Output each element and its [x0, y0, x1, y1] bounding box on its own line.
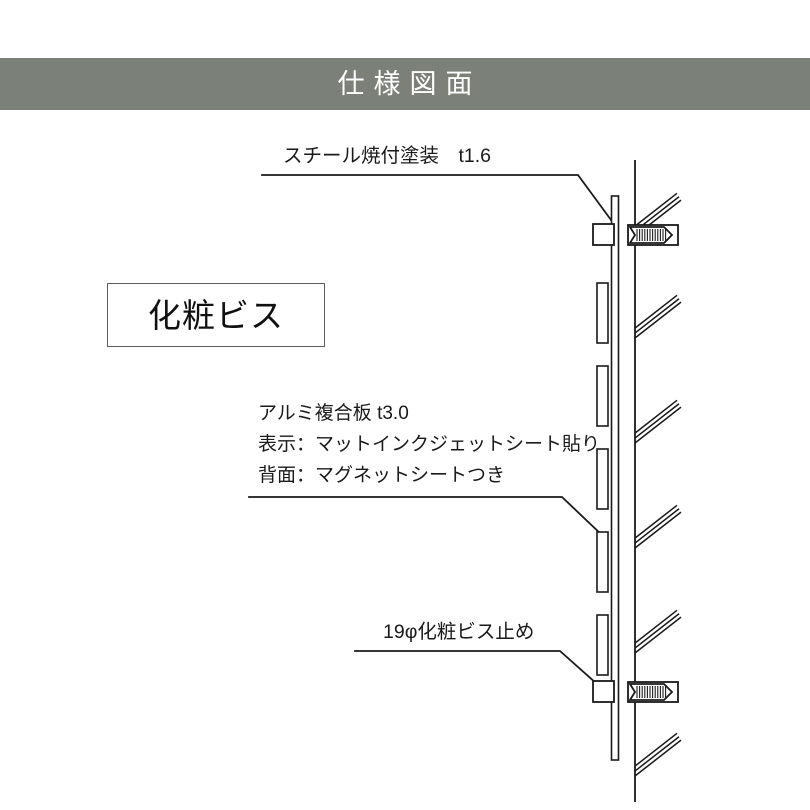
leader-lines: [248, 174, 616, 686]
screw-shank-1: [628, 683, 674, 701]
hatch-line-4-1: [634, 613, 680, 649]
magnet-segment-1: [596, 365, 609, 427]
hatch-line-1-2: [634, 294, 678, 329]
hatch-line-2-1: [634, 403, 680, 439]
hatch-line-4-0: [634, 616, 682, 654]
annotation-panel-line-3: 背面：マグネットシートつき: [258, 465, 506, 486]
aluminum-panel: [610, 195, 620, 761]
annotation-screw-fastening: 19φ化粧ビス止め: [383, 621, 535, 643]
hatch-line-5-0: [634, 739, 682, 777]
screw-shank-0: [628, 226, 674, 244]
magnet-segment-3: [596, 531, 609, 593]
leader-line-screw: [354, 650, 599, 686]
callout-box: 化粧ビス: [107, 283, 325, 347]
magnet-segment-4: [596, 614, 609, 676]
hatch-line-1-0: [634, 301, 682, 339]
hatch-line-0-2: [634, 192, 678, 227]
page-title: 仕様図面: [337, 68, 482, 99]
annotation-steel-finish: スチール焼付塗装 t1.6: [283, 145, 492, 167]
magnet-sheet-segments: [596, 282, 609, 676]
hatch-line-2-2: [634, 399, 678, 434]
magnet-segment-0: [596, 282, 609, 344]
hatch-line-3-2: [634, 504, 678, 539]
hatch-line-2-0: [634, 406, 682, 444]
callout-label: 化粧ビス: [148, 296, 284, 334]
screw-head-1: [592, 680, 615, 703]
hatch-line-3-0: [634, 511, 682, 549]
annotation-panel-spec: アルミ複合板 t3.0 表示：マットインクジェットシート貼り 背面：マグネットシ…: [258, 398, 600, 491]
decorative-screws: [592, 223, 679, 703]
magnet-segment-2: [596, 448, 609, 510]
screw-head-0: [592, 223, 615, 246]
hatch-line-1-1: [634, 298, 680, 334]
hatch-line-4-2: [634, 609, 678, 644]
leader-line-panel: [248, 496, 606, 539]
header-banner: 仕様図面: [0, 58, 810, 110]
panel-section: [610, 195, 620, 761]
leader-line-steel: [261, 174, 616, 226]
hatch-line-5-1: [634, 736, 680, 772]
annotation-panel-line-2: 表示：マットインクジェットシート貼り: [258, 434, 601, 455]
hatch-line-5-2: [634, 732, 678, 767]
hatch-line-3-1: [634, 508, 680, 544]
annotation-panel-line-1: アルミ複合板 t3.0: [258, 403, 409, 424]
